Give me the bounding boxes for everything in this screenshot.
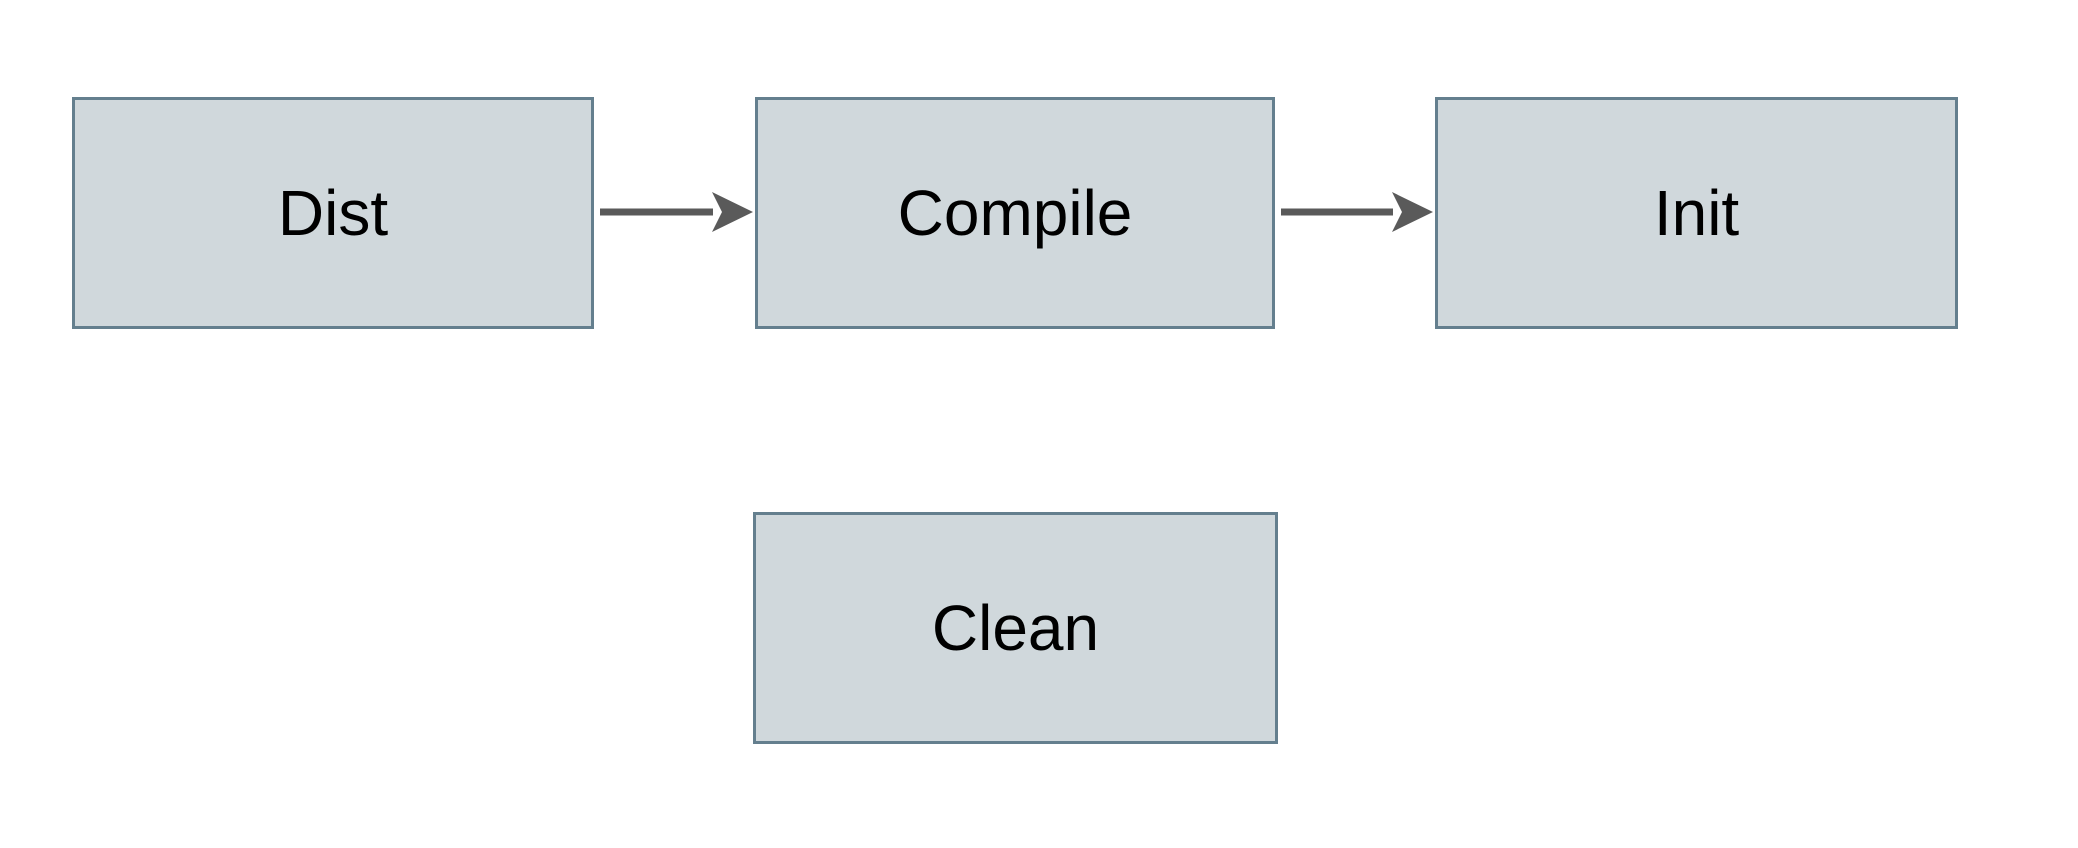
edge-dist-to-compile-arrowhead xyxy=(712,192,753,232)
node-dist-label: Dist xyxy=(277,177,389,249)
node-init-label: Init xyxy=(1653,177,1740,249)
node-compile-label: Compile xyxy=(897,177,1133,249)
node-clean-label: Clean xyxy=(931,592,1100,664)
node-init[interactable]: Init xyxy=(1435,97,1958,329)
node-clean[interactable]: Clean xyxy=(753,512,1278,744)
edge-dist-to-compile[interactable] xyxy=(600,182,753,242)
edge-compile-to-init-arrowhead xyxy=(1392,192,1433,232)
node-dist[interactable]: Dist xyxy=(72,97,594,329)
edge-compile-to-init[interactable] xyxy=(1281,182,1433,242)
node-compile[interactable]: Compile xyxy=(755,97,1275,329)
